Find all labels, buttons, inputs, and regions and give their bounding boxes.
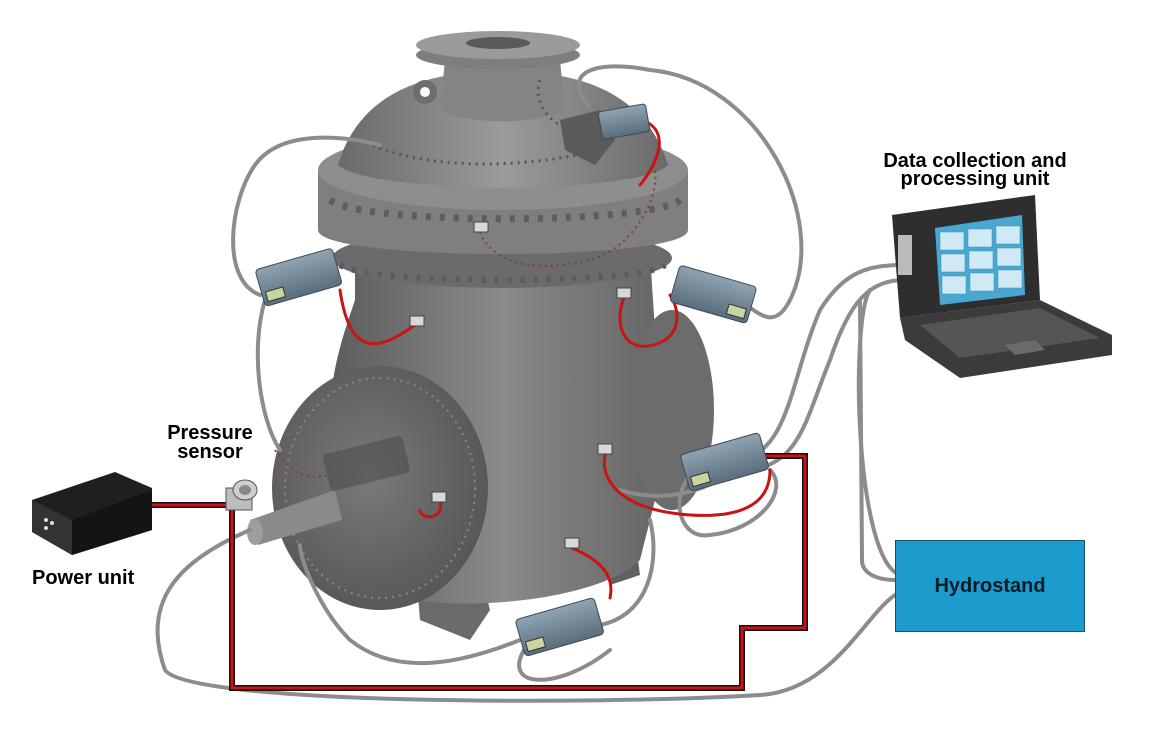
dotted-internal-leads xyxy=(274,169,657,478)
sensor-unit-icon xyxy=(680,432,769,492)
data-unit-label-line1: Data collection and xyxy=(883,150,1067,172)
hydrostand-links xyxy=(858,299,896,582)
gray-signal-cables xyxy=(155,64,907,703)
sensor-probes xyxy=(409,221,632,549)
power-cable-loop xyxy=(150,453,808,691)
pressure-sensor-label: Pressure sensor xyxy=(150,422,270,463)
sensor-unit-icon xyxy=(669,265,757,324)
hydrostand-box: Hydrostand xyxy=(895,540,1085,632)
pressure-sensor-label-line1: Pressure xyxy=(167,422,253,444)
sensor-unit-icon xyxy=(597,103,651,140)
laptop-computer-icon xyxy=(892,195,1112,378)
pressure-sensor-label-line2: sensor xyxy=(177,441,243,463)
power-supply-icon xyxy=(32,472,152,555)
sensor-unit-icon xyxy=(322,436,410,492)
pressure-sensor-icon xyxy=(225,479,258,511)
data-unit-label-line2: processing unit xyxy=(900,168,1050,190)
data-unit-label: Data collection and processing unit xyxy=(855,150,1095,190)
power-unit-label: Power unit xyxy=(32,567,135,589)
sensor-unit-icon xyxy=(515,597,604,657)
hydrostand-label: Hydrostand xyxy=(934,574,1046,597)
sensor-unit-icon xyxy=(255,248,342,307)
